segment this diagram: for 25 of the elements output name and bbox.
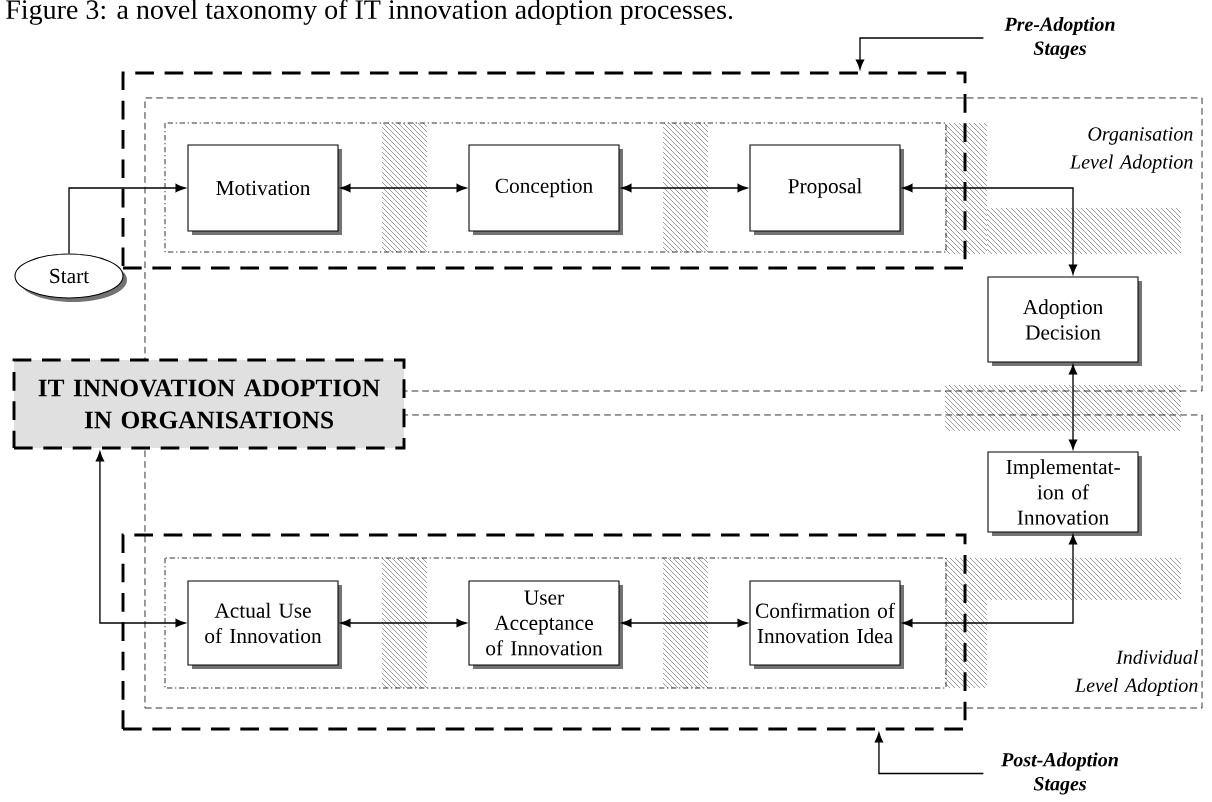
title: Figure 3: a novel taxonomy of IT innovation adoption processes. <box>6 0 733 25</box>
stage-label: Pre-Adoption Stages <box>1004 16 1115 60</box>
arrow <box>340 618 467 628</box>
arrow <box>902 183 1078 275</box>
arrow <box>621 618 748 628</box>
process-box: Proposal <box>749 144 904 235</box>
leader-arrow <box>855 37 985 70</box>
arrow <box>1068 364 1078 450</box>
stage-label: Post-Adoption Stages <box>1001 752 1118 795</box>
stage-frame <box>121 71 967 270</box>
process-box: Conception <box>468 144 623 235</box>
process-box: Actual Use of Innovation <box>187 580 342 669</box>
arrow <box>95 451 186 628</box>
process-box: Implementat-ion of Innovation <box>987 451 1142 536</box>
process-box: Motivation <box>187 144 342 235</box>
process-box: User Acceptance of Innovation <box>468 580 623 669</box>
process-box: Confirmation of Innovation Idea <box>749 580 904 669</box>
process-box: Adoption Decision <box>987 276 1142 366</box>
stage-frame <box>121 533 967 731</box>
title-box: IT INNOVATION ADOPTION IN ORGANISATIONS <box>12 358 406 450</box>
arrow <box>340 183 467 193</box>
arrow <box>68 183 186 255</box>
leader-arrow <box>874 732 985 775</box>
arrow <box>621 183 748 193</box>
arrow <box>902 534 1078 628</box>
